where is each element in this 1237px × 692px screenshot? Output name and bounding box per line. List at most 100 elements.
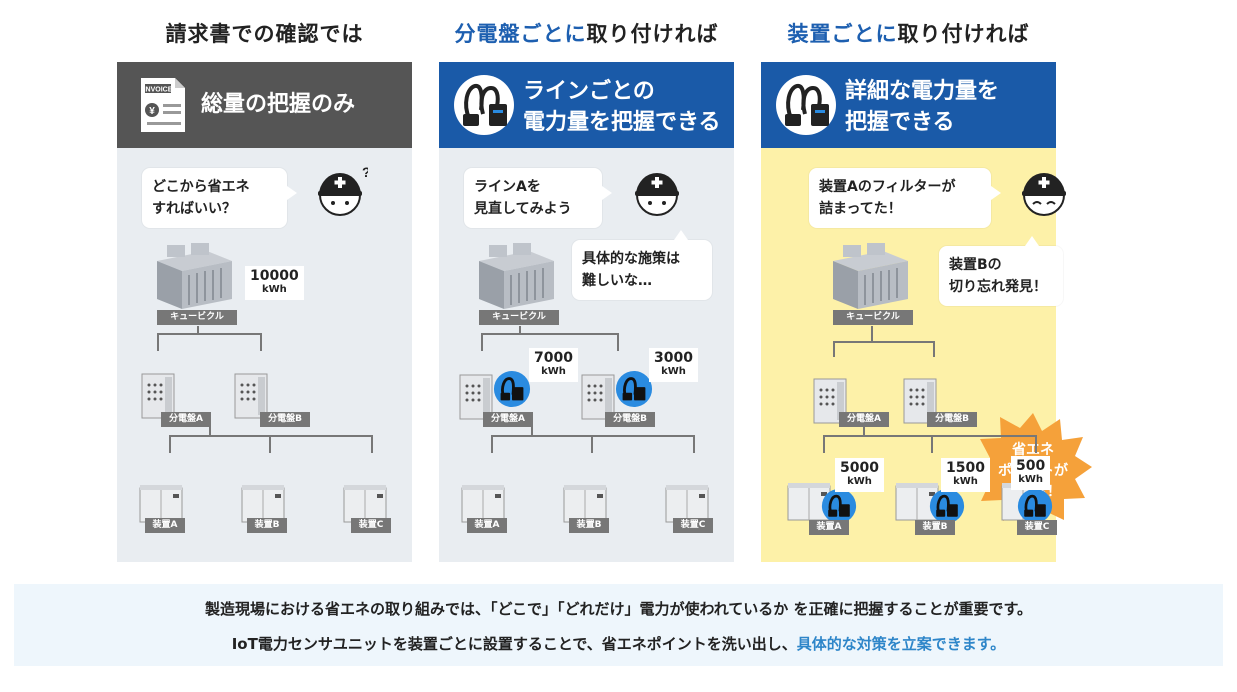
panel-3-bubble-line1: 装置Aのフィルターが <box>819 179 956 195</box>
cubicle-icon <box>479 243 554 309</box>
device-a-tag: 装置A <box>145 518 185 533</box>
panel-a-kwh-unit: kWh <box>541 366 566 377</box>
panel-board-b-tag: 分電盤B <box>927 412 977 427</box>
column-3-title: 装置ごとに取り付ければ <box>761 18 1056 52</box>
panel-board-a-icon <box>141 373 175 419</box>
panel-1-header: INVOICE ¥ 総量の把握のみ <box>117 62 412 148</box>
panel-a-kwh-label: 7000 kWh <box>529 348 578 382</box>
device-b-kwh-label: 1500 kWh <box>941 458 990 492</box>
column-3-title-highlight: 装置ごとに <box>787 22 898 46</box>
yen-symbol: ¥ <box>149 106 155 117</box>
panel-2-header: ラインごとの 電力量を把握できる <box>439 62 734 148</box>
panel-board-b-icon <box>581 374 615 420</box>
device-b-tag: 装置B <box>569 518 609 533</box>
panel-3-bubble2-line1: 装置Bの <box>949 257 1002 273</box>
panel-2-speech-bubble-2: 具体的な施策は 難しいな… <box>572 230 712 300</box>
panel-2-header-text: ラインごとの 電力量を把握できる <box>523 76 726 138</box>
panel-board-a-icon <box>813 378 847 424</box>
panel-3-header: 詳細な電力量を 把握できる <box>761 62 1056 148</box>
panel-2-header-line1: ラインごとの <box>523 79 655 104</box>
cubicle-tag: キュービクル <box>157 310 237 325</box>
footer-line-2-highlight: 具体的な対策を立案できます。 <box>796 635 1006 653</box>
column-1-title: 請求書での確認では <box>117 18 412 52</box>
device-b-kwh-value: 1500 <box>946 460 985 476</box>
worker-confused-icon: ? <box>318 164 368 216</box>
panel-b-kwh-label: 3000 kWh <box>649 348 698 382</box>
panel-1-bubble-line1: どこから省エネ <box>152 179 250 195</box>
device-c-icon <box>665 485 709 523</box>
cubicle-tag: キュービクル <box>479 310 559 325</box>
device-b-tag: 装置B <box>247 518 287 533</box>
panel-b-kwh-unit: kWh <box>661 366 686 377</box>
panel-2-bubble2-line1: 具体的な施策は <box>582 251 680 267</box>
device-a-tag: 装置A <box>809 520 849 535</box>
invoice-icon-label: INVOICE <box>144 87 173 94</box>
invoice-icon: INVOICE ¥ <box>141 78 185 132</box>
sensor-device-a-icon <box>821 488 857 524</box>
device-b-kwh-unit: kWh <box>953 476 978 487</box>
footer-line-2-plain: IoT電力センサユニットを装置ごとに設置することで、省エネポイントを洗い出し、 <box>231 635 797 653</box>
column-1-title-text: 請求書での確認では <box>165 22 364 46</box>
device-c-kwh-unit: kWh <box>1018 474 1044 485</box>
cubicle-kwh-label: 10000 kWh <box>245 266 304 300</box>
device-a-icon <box>139 485 183 523</box>
cubicle-tag: キュービクル <box>833 310 913 325</box>
sensor-device-c-icon <box>1017 488 1053 524</box>
cubicle-icon <box>833 243 908 309</box>
column-2-title-highlight: 分電盤ごとに <box>454 22 587 46</box>
device-c-tag: 装置C <box>351 518 391 533</box>
footer-line-2: IoT電力センサユニットを装置ごとに設置することで、省エネポイントを洗い出し、具… <box>14 633 1223 655</box>
device-a-icon <box>461 485 505 523</box>
worker-icon <box>635 173 679 216</box>
panel-board-b-tag: 分電盤B <box>260 412 310 427</box>
panel-board-b-icon <box>234 373 268 419</box>
cubicle-kwh-unit: kWh <box>261 284 287 295</box>
device-c-tag: 装置C <box>1017 520 1057 535</box>
panel-device: 詳細な電力量を 把握できる 装置Aのフィルターが 詰まってた！ 装置Bの 切り忘… <box>761 62 1092 562</box>
panel-3-speech-bubble: 装置Aのフィルターが 詰まってた！ <box>809 168 1001 228</box>
panel-board-a-tag: 分電盤A <box>161 412 211 427</box>
footer-summary: 製造現場における省エネの取り組みでは、「どこで」「どれだけ」電力が使われているか… <box>14 584 1223 666</box>
panel-3-bubble-line2: 詰まってた！ <box>819 201 902 217</box>
panel-board-a-tag: 分電盤A <box>483 412 533 427</box>
device-a-tag: 装置A <box>467 518 507 533</box>
panel-3-body: 装置Aのフィルターが 詰まってた！ 装置Bの 切り忘れ発見！ <box>761 148 1092 562</box>
panel-3-speech-bubble-2: 装置Bの 切り忘れ発見！ <box>939 236 1063 306</box>
device-b-tag: 装置B <box>915 520 955 535</box>
sensor-b-icon <box>615 370 653 408</box>
panel-board-a-tag: 分電盤A <box>839 412 889 427</box>
panel-1-body: どこから省エネ すればいい？ ? 100 <box>117 148 412 562</box>
panel-3-header-line2: 把握できる <box>845 110 955 135</box>
device-a-kwh-unit: kWh <box>847 476 872 487</box>
panel-1-header-text: 総量の把握のみ <box>201 92 356 117</box>
panel-1-bubble-line2: すればいい？ <box>152 201 236 217</box>
column-3-title-rest: 取り付ければ <box>897 22 1030 46</box>
panel-2-bubble2-line2: 難しいな… <box>582 273 652 289</box>
starburst-line1: 省エネ <box>1012 442 1054 458</box>
question-mark: ? <box>362 164 368 180</box>
panel-line: ラインごとの 電力量を把握できる ラインAを 見直してみよう 具体的な施策は 難… <box>439 62 734 562</box>
panel-board-b-tag: 分電盤B <box>605 412 655 427</box>
panel-2-body: ラインAを 見直してみよう 具体的な施策は 難しいな… <box>439 148 734 562</box>
worker-happy-icon <box>1022 173 1066 216</box>
device-a-kwh-value: 5000 <box>840 460 879 476</box>
cubicle-kwh-value: 10000 <box>250 268 299 284</box>
panel-board-a-icon <box>459 374 493 420</box>
panel-3-header-line1: 詳細な電力量を <box>845 79 1000 104</box>
cubicle-icon <box>157 243 232 309</box>
panel-3-header-text: 詳細な電力量を 把握できる <box>845 76 1048 138</box>
panel-2-bubble-line2: 見直してみよう <box>474 201 572 217</box>
device-b-icon <box>563 485 607 523</box>
footer-line-1: 製造現場における省エネの取り組みでは、「どこで」「どれだけ」電力が使われているか… <box>204 600 1033 618</box>
panel-2-bubble-line1: ラインAを <box>474 179 541 195</box>
device-c-tag: 装置C <box>673 518 713 533</box>
sensor-device-b-icon <box>929 488 965 524</box>
sensor-a-icon <box>493 370 531 408</box>
panel-3-bubble2-line2: 切り忘れ発見！ <box>949 279 1047 295</box>
device-c-kwh-value: 500 <box>1016 458 1046 474</box>
panel-2-speech-bubble: ラインAを 見直してみよう <box>464 168 612 228</box>
panel-1-speech-bubble: どこから省エネ すればいい？ <box>142 168 297 228</box>
sensor-clamp-icon <box>776 75 836 135</box>
device-a-kwh-label: 5000 kWh <box>835 458 884 492</box>
column-2-title-rest: 取り付ければ <box>586 22 719 46</box>
